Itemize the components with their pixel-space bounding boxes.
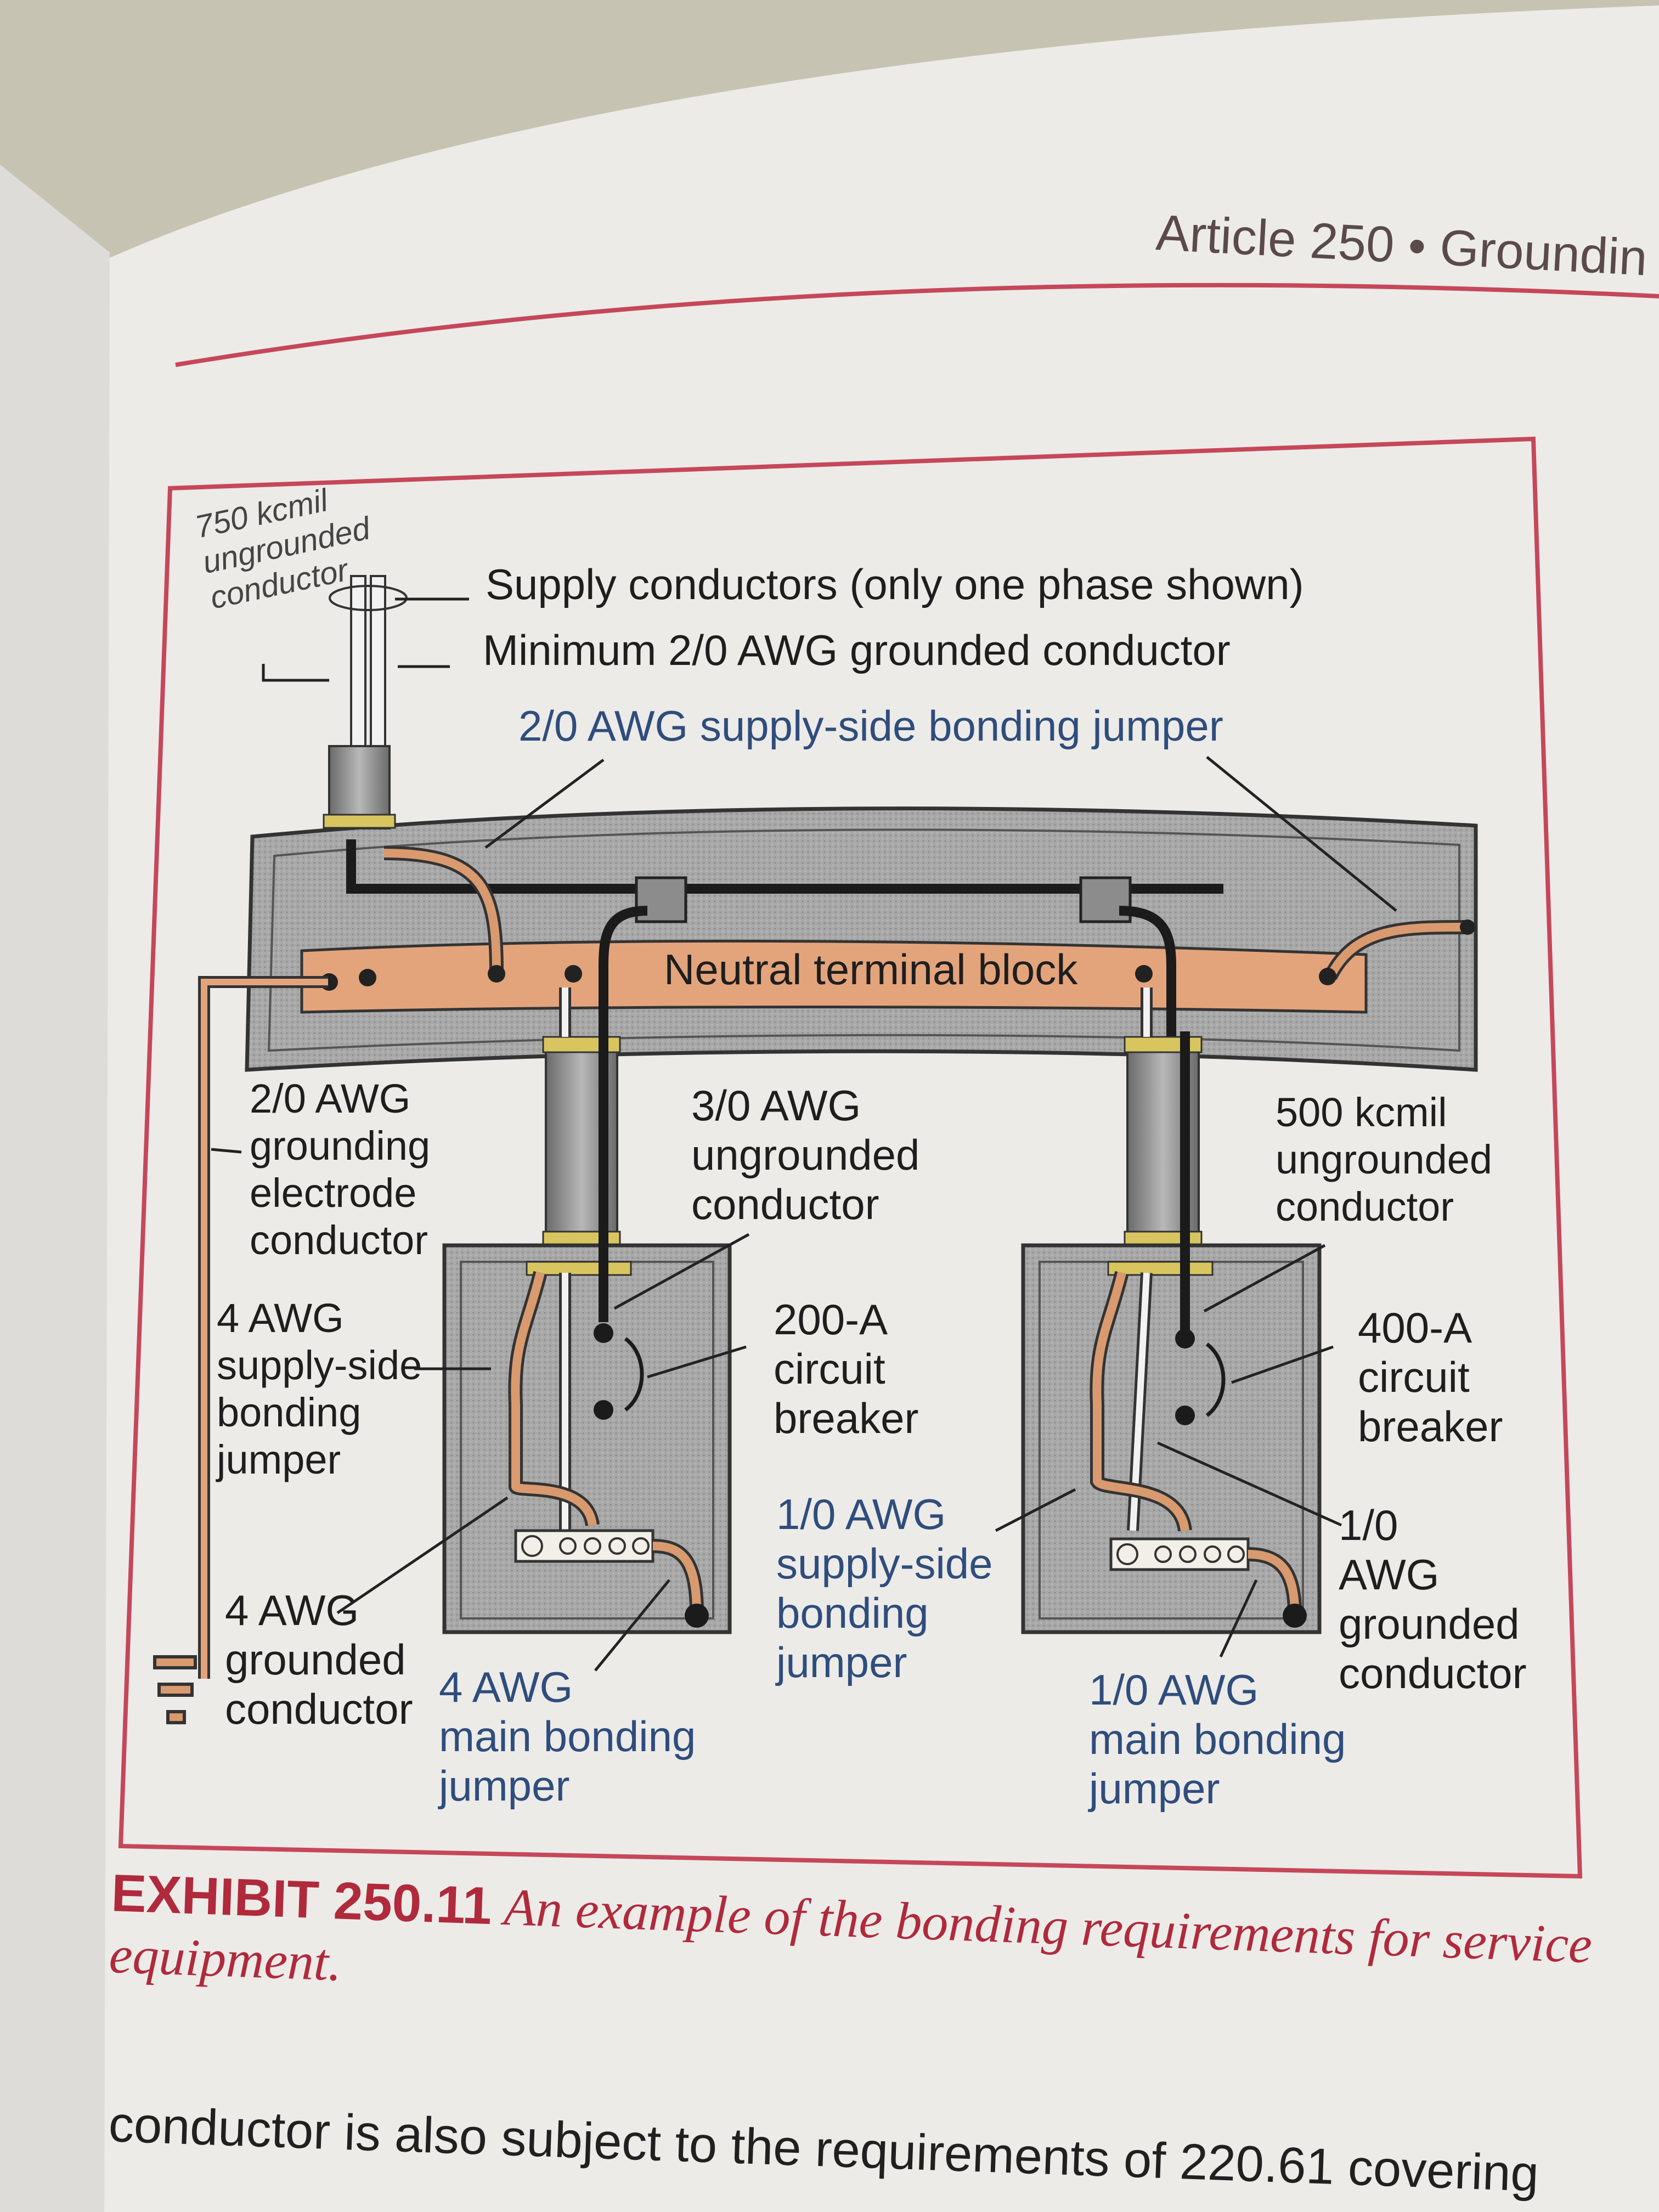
exhibit-frame <box>118 436 1583 1879</box>
label-supply-bonding-1-0: 1/0 AWG supply-side bonding jumper <box>776 1490 993 1686</box>
left-disconnect <box>442 988 732 1634</box>
label-main-bonding-4: 4 AWG main bonding jumper <box>439 1663 696 1810</box>
header-rule <box>175 283 1659 367</box>
top-enclosure <box>245 806 1478 1072</box>
label-supply-conductors: Supply conductors (only one phase shown) <box>486 560 1304 608</box>
label-ungrounded-3-0: 3/0 AWG ungrounded conductor <box>691 1081 920 1228</box>
exhibit-number: EXHIBIT 250.11 <box>110 1863 493 1936</box>
label-supply-bonding-2-0: 2/0 AWG supply-side bonding jumper <box>518 702 1223 750</box>
label-supply-bonding-4: 4 AWG supply-side bonding jumper <box>217 1295 422 1482</box>
right-disconnect <box>1021 988 1322 1634</box>
label-min-grounded: Minimum 2/0 AWG grounded conductor <box>483 626 1231 674</box>
left-page <box>0 165 110 2212</box>
label-neutral-terminal-block: Neutral terminal block <box>664 945 1078 994</box>
service-raceway <box>262 575 450 830</box>
ground-symbol <box>153 1655 197 1724</box>
label-grounded-4: 4 AWG grounded conductor <box>225 1586 413 1733</box>
right-page <box>104 5 1659 2212</box>
phase-bus <box>346 839 1223 894</box>
label-ungrounded-500: 500 kcmil ungrounded conductor <box>1276 1090 1493 1229</box>
label-grounded-1-0: 1/0 AWG grounded conductor <box>1339 1501 1527 1697</box>
label-gec: 2/0 AWG grounding electrode conductor <box>250 1076 431 1263</box>
label-main-bonding-1-0: 1/0 AWG main bonding jumper <box>1089 1666 1346 1813</box>
label-breaker-200: 200-A circuit breaker <box>774 1295 919 1442</box>
label-breaker-400: 400-A circuit breaker <box>1358 1304 1503 1451</box>
leader-lines <box>211 597 1397 1672</box>
